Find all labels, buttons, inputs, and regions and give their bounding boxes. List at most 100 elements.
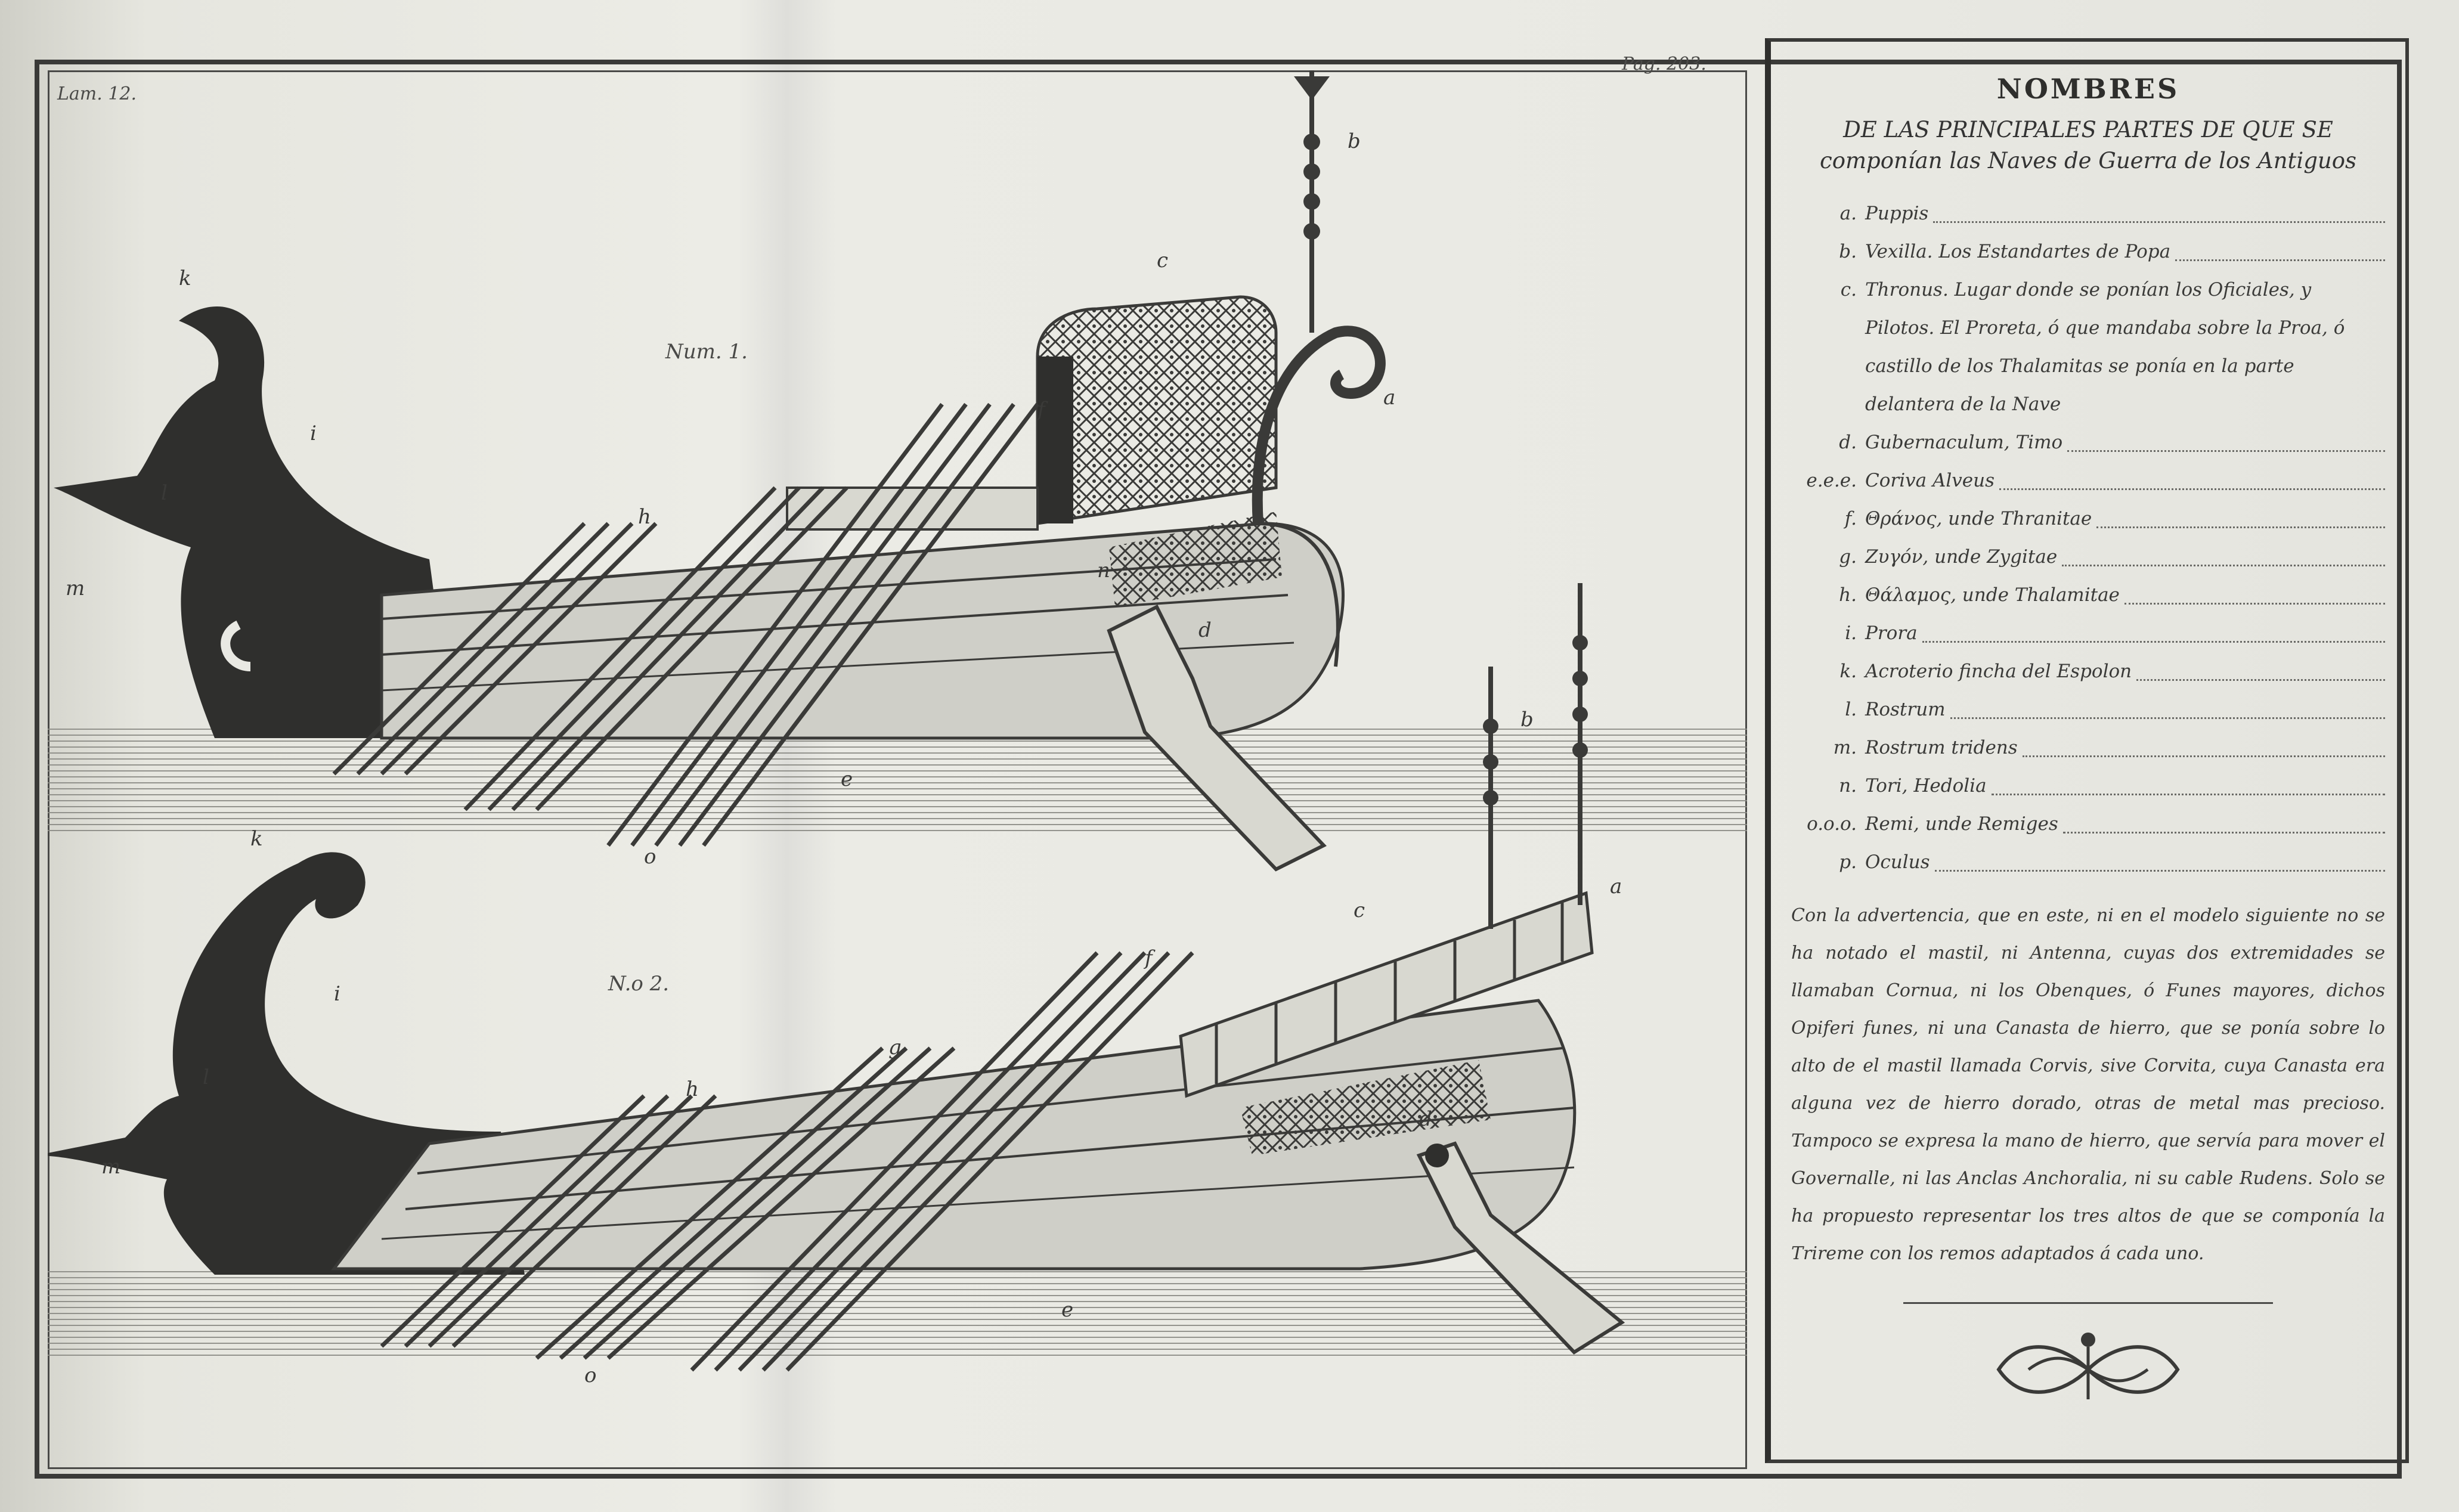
legend-letter: c.	[1840, 279, 1857, 300]
legend-item: k. Acroterio fincha del Espolon	[1791, 652, 2385, 690]
legend-text: Tori, Hedolia	[1865, 775, 1987, 797]
legend-text: Rostrum tridens	[1865, 737, 2018, 758]
page-reference: Pag. 203.	[1622, 54, 1707, 75]
legend-letter: m.	[1833, 737, 1857, 758]
key-i-2: i	[334, 982, 340, 1006]
key-h-2: h	[686, 1077, 699, 1101]
legend-text: Oculus	[1865, 851, 1930, 873]
figure-2-label: N.o 2.	[608, 972, 670, 996]
dotted-leader	[1991, 794, 2385, 795]
key-e-1: e	[841, 767, 853, 791]
legend-text: Thronus. Lugar donde se ponían los Ofici…	[1865, 279, 2345, 415]
legend-text: Ζυγόν, unde Zygitae	[1865, 546, 2058, 568]
legend-item: d. Gubernaculum, Timo	[1791, 423, 2385, 461]
ship-1	[54, 70, 1386, 872]
key-b-1: b	[1348, 129, 1361, 153]
key-k-1: k	[179, 267, 191, 290]
key-d-1: d	[1198, 618, 1212, 642]
legend-item: h. Θάλαμος, unde Thalamitae	[1791, 576, 2385, 614]
dotted-leader	[2062, 832, 2385, 834]
water-upper	[48, 726, 1747, 834]
legend-text: Coriva Alveus	[1865, 470, 1995, 491]
key-c-1: c	[1157, 249, 1168, 272]
legend-text: Acroterio fincha del Espolon	[1865, 661, 2132, 682]
legend-panel: NOMBRES DE LAS PRINCIPALES PARTES DE QUE…	[1765, 38, 2409, 1463]
legend-item: e.e.e. Coriva Alveus	[1791, 461, 2385, 500]
legend-letter: b.	[1839, 241, 1857, 262]
key-m-2: m	[101, 1155, 120, 1179]
legend-letter: h.	[1839, 584, 1857, 606]
key-h-1: h	[638, 505, 651, 529]
key-o-1: o	[644, 845, 656, 869]
dotted-leader	[2062, 565, 2385, 566]
legend-item: p. Oculus	[1791, 843, 2385, 881]
key-n-1: n	[1097, 559, 1110, 583]
dotted-leader	[1933, 221, 2385, 223]
dotted-leader	[2175, 259, 2385, 261]
legend-letter: e.e.e.	[1806, 470, 1857, 491]
legend-item: n. Tori, Hedolia	[1791, 767, 2385, 805]
legend-item: i. Prora	[1791, 614, 2385, 652]
key-k-2: k	[250, 827, 263, 851]
legend-subtitle: DE LAS PRINCIPALES PARTES DE QUE SE comp…	[1791, 114, 2385, 176]
legend-text: Θάλαμος, unde Thalamitae	[1865, 584, 2120, 606]
dotted-leader	[2022, 755, 2385, 757]
legend-item: a. Puppis	[1791, 194, 2385, 233]
figure-1-label: Num. 1.	[665, 340, 748, 364]
legend-text: Vexilla. Los Estandartes de Popa	[1865, 241, 2171, 262]
plate-outer-frame	[35, 60, 2402, 1479]
legend-item: g. Ζυγόν, unde Zygitae	[1791, 538, 2385, 576]
key-a-1: a	[1383, 386, 1395, 410]
dotted-leader	[1922, 641, 2385, 643]
legend-letter: n.	[1839, 775, 1857, 797]
dotted-leader	[1950, 717, 2385, 719]
dotted-leader	[2136, 679, 2385, 681]
legend-text: Puppis	[1865, 203, 1929, 224]
legend-letter: f.	[1844, 508, 1857, 529]
legend-list: a. Puppis b. Vexilla. Los Estandartes de…	[1791, 194, 2385, 881]
dotted-leader	[1934, 870, 2385, 872]
ship-engravings: k i l m h f c a b n d e o k i l m h g f …	[48, 70, 1747, 1387]
legend-item: o.o.o. Remi, unde Remiges	[1791, 805, 2385, 843]
legend-text: Θράνος, unde Thranitae	[1865, 508, 2092, 529]
legend-text: Prora	[1865, 622, 1918, 644]
legend-text: Remi, unde Remiges	[1865, 813, 2058, 835]
key-d-2: d	[1419, 1107, 1432, 1131]
legend-letter: a.	[1839, 203, 1857, 224]
key-c-2: c	[1354, 898, 1365, 922]
dotted-leader	[2096, 526, 2385, 528]
legend-item: b. Vexilla. Los Estandartes de Popa	[1791, 233, 2385, 271]
legend-divider	[1903, 1302, 2273, 1304]
legend-note: Con la advertencia, que en este, ni en e…	[1791, 905, 2385, 1264]
dotted-leader	[1999, 488, 2385, 490]
key-b-2: b	[1520, 708, 1534, 732]
key-e-2: e	[1061, 1298, 1073, 1322]
dotted-leader	[2124, 603, 2385, 605]
key-o-2: o	[584, 1364, 596, 1387]
dotted-leader	[2067, 450, 2385, 452]
key-l-1: l	[161, 481, 168, 505]
key-l-2: l	[203, 1065, 209, 1089]
legend-item: c. Thronus. Lugar donde se ponían los Of…	[1791, 271, 2385, 423]
legend-letter: i.	[1845, 622, 1857, 644]
legend-letter: l.	[1845, 699, 1857, 720]
key-m-1: m	[66, 577, 85, 600]
fleuron-ornament	[1996, 1333, 2180, 1399]
key-a-2: a	[1610, 875, 1622, 898]
ship-2	[48, 583, 1625, 1372]
key-g-2: g	[888, 1036, 902, 1059]
legend-text: Gubernaculum, Timo	[1865, 432, 2063, 453]
key-i-1: i	[310, 422, 317, 445]
legend-title: NOMBRES	[1996, 73, 2180, 105]
legend-item: f. Θράνος, unde Thranitae	[1791, 500, 2385, 538]
water-lower	[48, 1269, 1747, 1358]
legend-letter: o.o.o.	[1807, 813, 1857, 835]
legend-item: m. Rostrum tridens	[1791, 729, 2385, 767]
legend-item: l. Rostrum	[1791, 690, 2385, 729]
legend-letter: k.	[1839, 661, 1857, 682]
legend-letter: p.	[1839, 851, 1857, 873]
plate-number: Lam. 12.	[57, 83, 137, 104]
legend-subtitle-line-2: componían las Naves de Guerra de los Ant…	[1819, 148, 2357, 173]
legend-letter: g.	[1839, 546, 1857, 568]
legend-subtitle-line-1: DE LAS PRINCIPALES PARTES DE QUE SE	[1843, 117, 2333, 142]
